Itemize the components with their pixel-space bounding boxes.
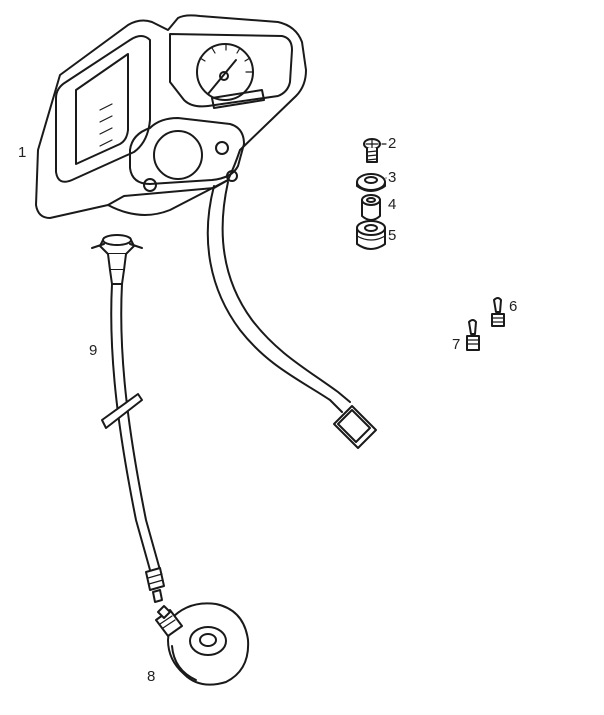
speedometer-cable (91, 234, 165, 603)
callout-9: 9 (89, 342, 97, 359)
wiring-harness (206, 181, 377, 449)
callout-4: 4 (388, 196, 396, 213)
instrument-cluster (35, 14, 307, 219)
washer-part-3 (356, 173, 386, 192)
callout-7: 7 (452, 336, 460, 353)
bulb-part-6 (491, 297, 505, 327)
callout-5: 5 (388, 227, 396, 244)
bulb-part-7 (466, 319, 480, 351)
callout-1: 1 (18, 144, 26, 161)
spacer-part-4 (361, 194, 381, 221)
speedometer-gear-part-8 (155, 602, 250, 686)
screw-part-2 (363, 138, 381, 163)
callout-3: 3 (388, 169, 396, 186)
callout-6: 6 (509, 298, 517, 315)
grommet-part-5 (356, 220, 386, 250)
callout-8: 8 (147, 668, 155, 685)
callout-2: 2 (388, 135, 396, 152)
